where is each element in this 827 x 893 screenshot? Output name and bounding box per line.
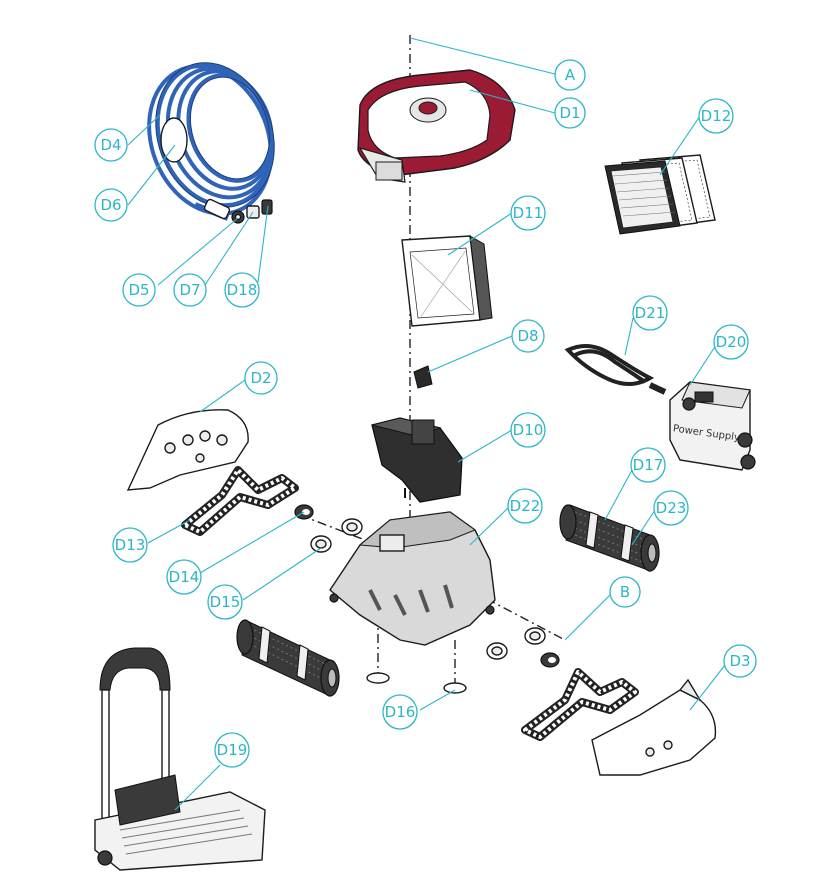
floating-cable (147, 62, 275, 221)
callout-D19: D19 (214, 732, 250, 768)
assembly-axis-right (469, 589, 566, 641)
callout-D6: D6 (94, 188, 128, 222)
caddy-cart (94, 647, 266, 871)
cable-connector (203, 198, 231, 220)
callout-D17: D17 (630, 447, 666, 483)
cable-clips (231, 199, 273, 224)
svg-text:D14: D14 (169, 568, 200, 586)
svg-text:D17: D17 (633, 456, 664, 474)
callout-D20: D20 (713, 324, 749, 360)
callout-B: B (609, 576, 641, 608)
callout-D13: D13 (112, 527, 148, 563)
top-cover (357, 69, 516, 183)
svg-text:D1: D1 (559, 104, 580, 122)
support-feet (366, 672, 467, 694)
callout-D10: D10 (510, 412, 546, 448)
bushing-left (294, 504, 363, 553)
bushing-right (486, 627, 560, 668)
svg-text:D15: D15 (210, 593, 241, 611)
callout-D21: D21 (632, 295, 668, 331)
side-panel-right (591, 678, 717, 776)
callout-D14: D14 (166, 559, 202, 595)
svg-text:D6: D6 (100, 196, 121, 214)
filter-clip (413, 365, 433, 389)
svg-text:D21: D21 (635, 304, 666, 322)
callout-D1: D1 (554, 97, 586, 129)
callout-D4: D4 (94, 128, 128, 162)
callout-A: A (554, 59, 586, 91)
svg-text:A: A (565, 66, 576, 84)
svg-text:D11: D11 (513, 204, 544, 222)
filter-panel (401, 235, 493, 327)
svg-text:D23: D23 (656, 499, 687, 517)
svg-text:D16: D16 (385, 703, 416, 721)
power-cable (564, 344, 667, 395)
brush-right (559, 504, 660, 572)
chassis (329, 511, 496, 646)
side-panel-left (126, 409, 249, 491)
callout-D12: D12 (698, 98, 734, 134)
motor-unit (371, 417, 463, 503)
callout-D15: D15 (207, 584, 243, 620)
svg-text:D5: D5 (128, 281, 149, 299)
svg-text:D12: D12 (701, 107, 732, 125)
callout-D5: D5 (122, 273, 156, 307)
svg-text:D2: D2 (250, 369, 271, 387)
svg-text:D8: D8 (517, 327, 538, 345)
svg-text:B: B (620, 583, 630, 601)
svg-text:D13: D13 (115, 536, 146, 554)
track-belt-left (181, 466, 299, 536)
callout-D3: D3 (723, 644, 757, 678)
callout-D16: D16 (382, 694, 418, 730)
callout-D11: D11 (510, 195, 546, 231)
callout-D23: D23 (653, 490, 689, 526)
callout-D7: D7 (173, 273, 207, 307)
svg-text:D19: D19 (217, 741, 248, 759)
callout-D22: D22 (507, 488, 543, 524)
leader-lines (127, 37, 726, 811)
svg-text:D7: D7 (179, 281, 200, 299)
svg-text:D18: D18 (227, 281, 258, 299)
callout-D8: D8 (511, 319, 545, 353)
svg-text:D10: D10 (513, 421, 544, 439)
callout-D2: D2 (244, 361, 278, 395)
track-belt-right (521, 668, 639, 741)
callout-D18: D18 (224, 272, 260, 308)
svg-text:D22: D22 (510, 497, 541, 515)
assembly-axis-left (299, 514, 366, 541)
power-supply: Power Supply (669, 381, 756, 471)
svg-text:D3: D3 (729, 652, 750, 670)
svg-text:D20: D20 (716, 333, 747, 351)
svg-text:D4: D4 (100, 136, 121, 154)
brush-left (236, 619, 340, 697)
swivel-disc (160, 117, 188, 163)
filter-set (604, 154, 716, 235)
